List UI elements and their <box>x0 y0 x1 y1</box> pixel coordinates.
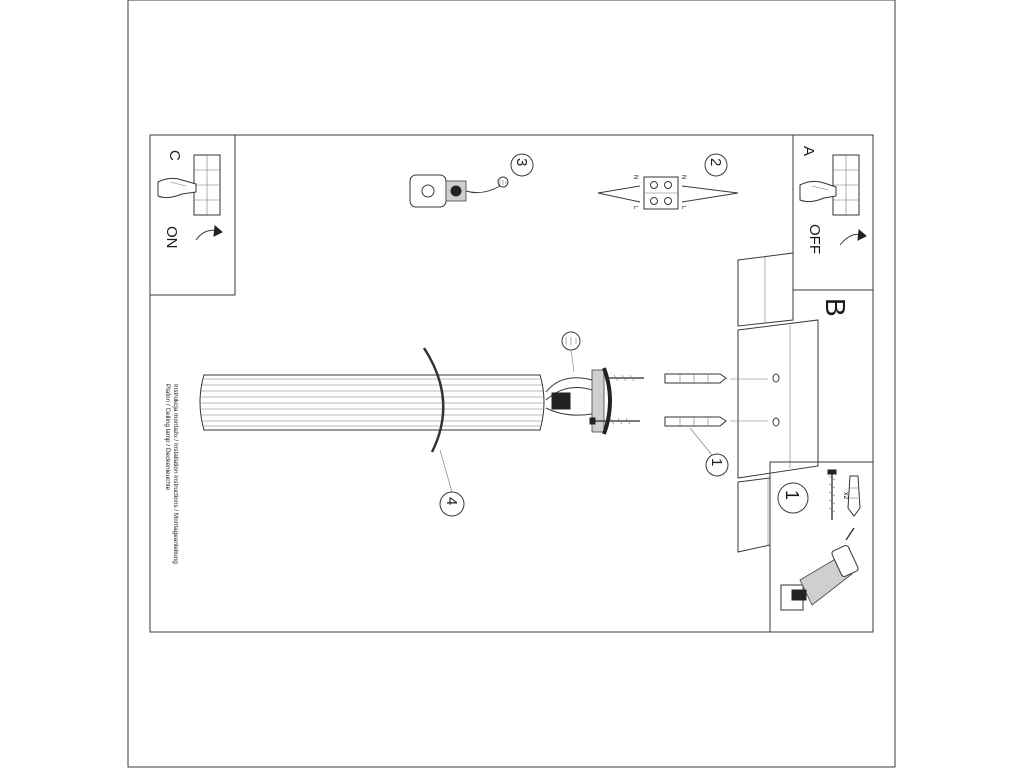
lamp-body <box>199 374 545 431</box>
wall-plug-icon <box>847 475 861 517</box>
step-2-badge <box>704 153 728 177</box>
hand-switch-icon <box>799 154 860 216</box>
caption-line-2: Plafon / Ceiling lamp / Deckenleuchte <box>164 384 171 491</box>
step-2-terminal: 2 N L N L <box>597 153 739 210</box>
step-1-badge <box>705 453 729 477</box>
ground-symbol-icon <box>561 331 581 373</box>
page-frame <box>127 0 896 768</box>
panel-a-state: OFF <box>806 224 823 254</box>
terminal-n-left: N <box>632 175 638 179</box>
terminal-l-right: L <box>680 206 686 210</box>
drawing-border <box>149 134 874 633</box>
terminal-n-right: N <box>680 175 686 179</box>
panel-a-letter: A <box>800 146 817 156</box>
step-4-number: 4 <box>443 497 460 505</box>
terminal-l-left: L <box>632 206 638 210</box>
panel-b-letter: B <box>820 298 851 317</box>
screw-icon <box>606 374 644 382</box>
step-4-badge <box>439 491 465 517</box>
step-2-number: 2 <box>707 158 724 166</box>
hand-switch-icon <box>157 154 221 216</box>
drill-icon <box>780 527 859 611</box>
tools-quantity: x2 <box>842 492 849 500</box>
wall-plug-icon <box>664 373 768 384</box>
panel-c-letter: C <box>166 150 183 161</box>
lamp-wires <box>545 377 593 416</box>
ground-symbol-icon <box>497 176 509 188</box>
tools-step-number: 1 <box>782 490 802 500</box>
terminal-block-icon <box>597 176 739 210</box>
canopy <box>591 367 612 435</box>
panel-b: B <box>737 252 851 553</box>
screw-icon <box>827 469 837 520</box>
step-1-callout: 1 <box>689 427 729 477</box>
step-3-ground: 3 <box>409 153 534 208</box>
step-3-number: 3 <box>513 158 530 166</box>
step-1-number: 1 <box>708 458 725 466</box>
screw-icon <box>589 417 640 425</box>
panel-c: C ON <box>150 135 236 296</box>
step-3-badge <box>510 153 534 177</box>
step-4-ring: 4 <box>422 347 465 517</box>
tools-step-badge <box>777 482 809 514</box>
ground-clamp-icon <box>409 174 501 208</box>
panel-tools: 1 x2 <box>769 461 873 632</box>
panel-a: A OFF <box>792 135 873 291</box>
ceiling-slab <box>737 252 819 553</box>
wall-plug-icon <box>664 416 768 427</box>
panel-c-state: ON <box>163 226 180 249</box>
caption-line-1: Instrukcja montażu / Installation instru… <box>172 384 179 564</box>
